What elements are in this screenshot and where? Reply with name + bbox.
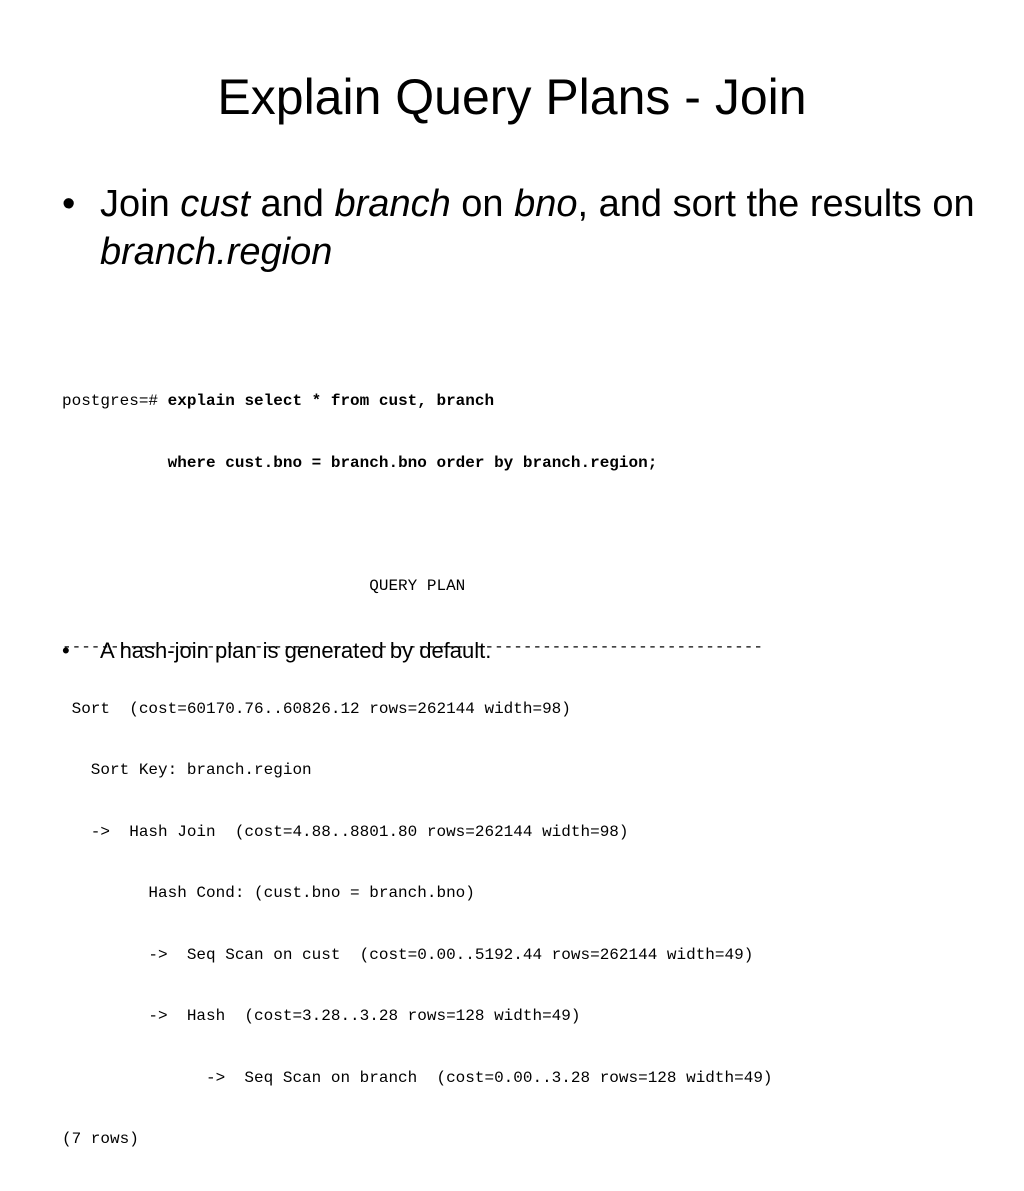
bullet-text-part: Join xyxy=(100,183,181,225)
plan-line: -> Hash (cost=3.28..3.28 rows=128 width=… xyxy=(62,1007,581,1025)
code-line-query-2: where cust.bno = branch.bno order by bra… xyxy=(62,453,773,474)
column-name-bno: bno xyxy=(514,183,578,225)
query-text: where cust.bno = branch.bno order by bra… xyxy=(167,453,658,472)
table-name-branch: branch xyxy=(334,183,451,225)
query-text: explain select * from cust, branch xyxy=(167,392,495,410)
plan-line: -> Seq Scan on cust (cost=0.00..5192.44 … xyxy=(62,945,754,964)
plan-row-count: (7 rows) xyxy=(62,1130,139,1148)
bullet-text-part: , and sort the results on xyxy=(577,183,975,225)
bullet-text-part: on xyxy=(450,183,515,225)
plan-line: -> Hash Join (cost=4.88..8801.80 rows=26… xyxy=(62,822,629,841)
plan-line: Sort Key: branch.region xyxy=(62,761,312,779)
query-plan-header: QUERY PLAN xyxy=(62,576,466,595)
plan-line: Sort (cost=60170.76..60826.12 rows=26214… xyxy=(62,699,571,718)
bullet-marker: • xyxy=(62,638,70,663)
query-plan-code-block: postgres=# explain select * from cust, b… xyxy=(62,350,773,1191)
bullet-join-description: • Join cust and branch on bno, and sort … xyxy=(62,180,982,276)
bullet-hash-join-note: • A hash-join plan is generated by defau… xyxy=(62,636,491,666)
bullet-text-part: and xyxy=(249,183,335,225)
query-plan-separator: ----------------------------------------… xyxy=(62,638,763,656)
slide-title: Explain Query Plans - Join xyxy=(217,69,807,125)
bullet-text: Join cust and branch on bno, and sort th… xyxy=(100,180,982,276)
column-name-region: branch.region xyxy=(100,231,333,273)
code-indent xyxy=(62,454,168,472)
code-line-query-1: postgres=# explain select * from cust, b… xyxy=(62,391,773,412)
plan-line: -> Seq Scan on branch (cost=0.00..3.28 r… xyxy=(62,1068,773,1087)
bullet-marker: • xyxy=(62,183,76,225)
bullet-text: A hash-join plan is generated by default… xyxy=(100,638,492,663)
psql-prompt: postgres=# xyxy=(62,392,168,410)
code-line-blank xyxy=(62,514,773,535)
slide: Explain Query Plans - Join • Join cust a… xyxy=(62,69,982,1148)
table-name-cust: cust xyxy=(180,183,250,225)
plan-line: Hash Cond: (cust.bno = branch.bno) xyxy=(62,884,475,902)
